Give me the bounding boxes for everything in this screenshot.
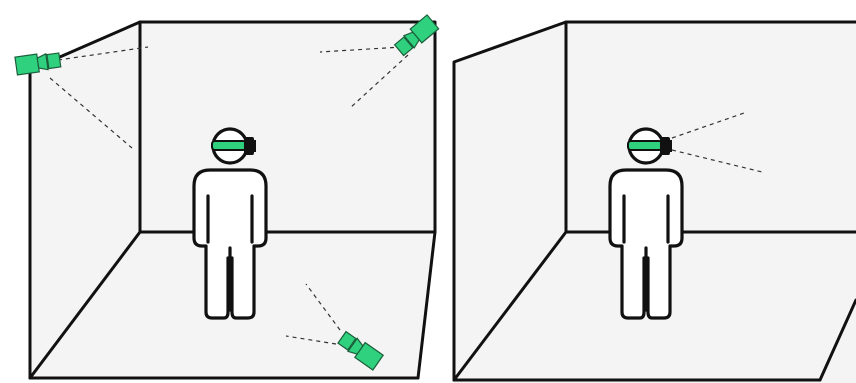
camera-rays: [49, 46, 409, 345]
camera-icon: [393, 14, 440, 57]
room-edges: [452, 20, 856, 382]
vr-headset-icon: [627, 137, 672, 155]
camera-icon: [14, 52, 62, 76]
room-edges: [28, 20, 437, 380]
outside-in-room-panel: [14, 14, 440, 380]
inside-out-room-panel: [452, 20, 856, 383]
vr-headset-icon: [211, 137, 256, 155]
person-figure: [608, 127, 684, 320]
camera-icon: [337, 330, 385, 371]
person-figure: [192, 127, 268, 320]
